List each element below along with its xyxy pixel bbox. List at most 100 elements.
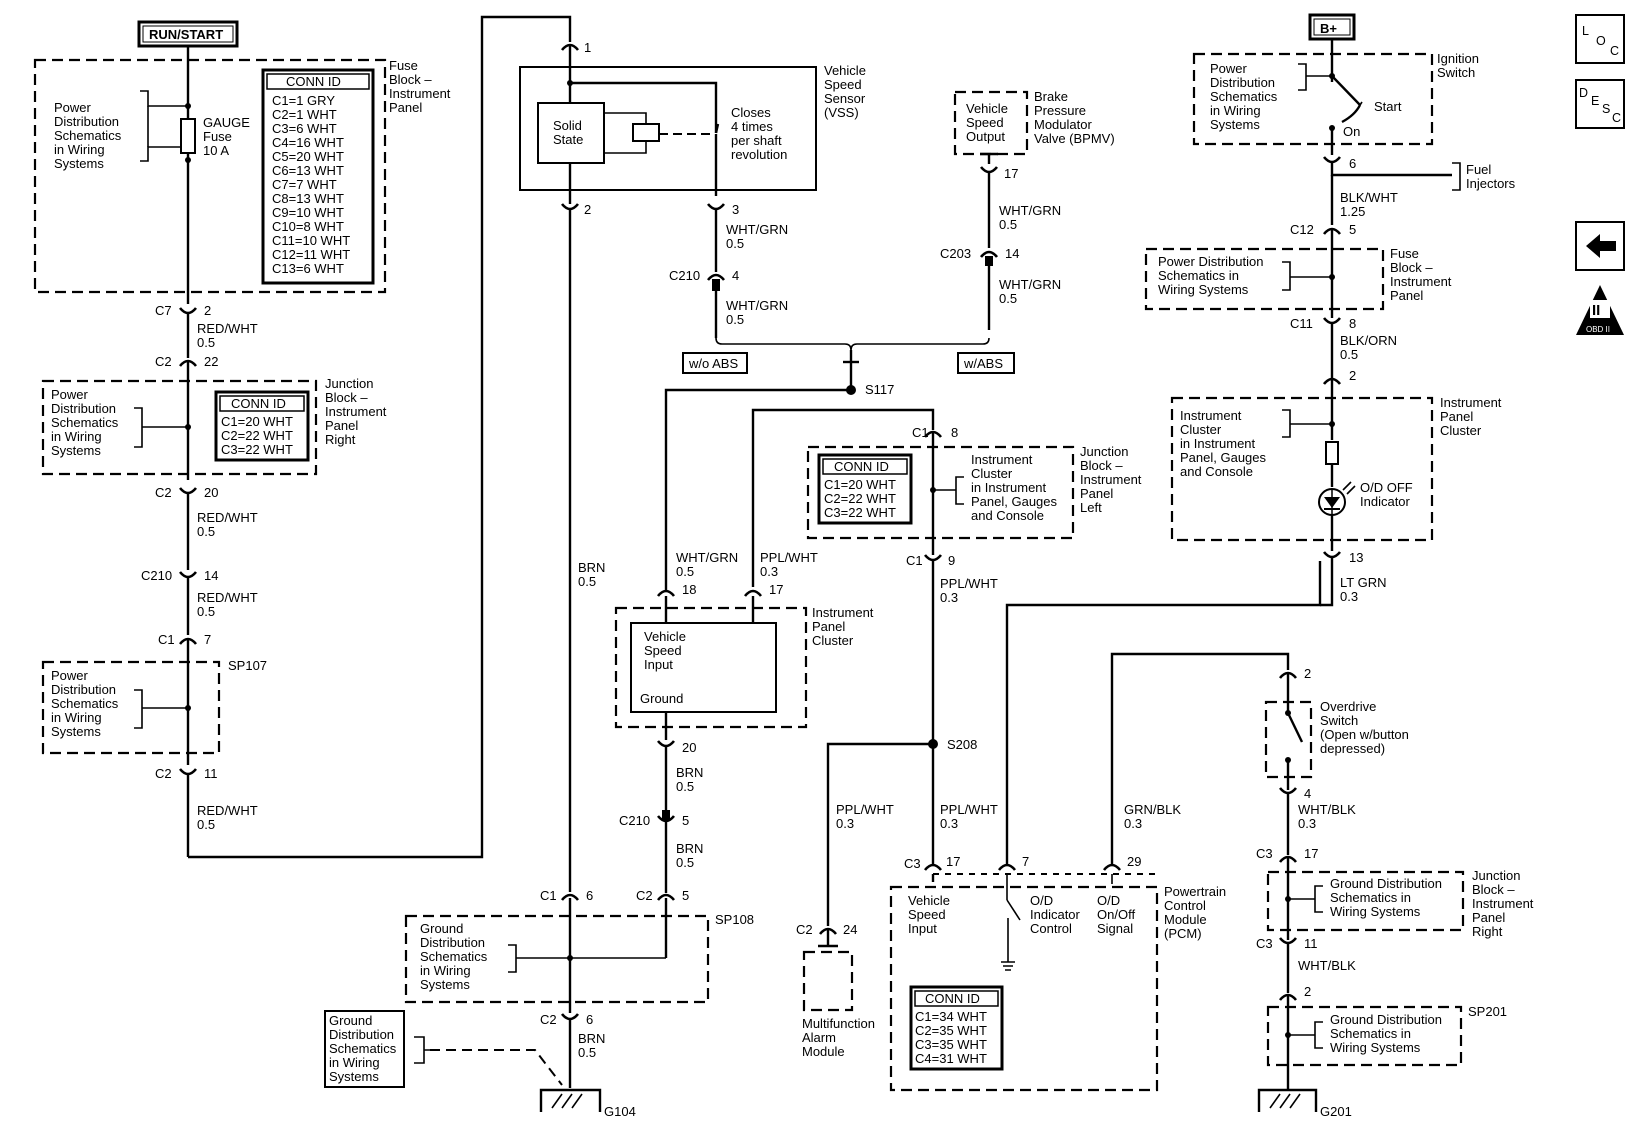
- connector-c3-17-jb: C3 17: [1256, 846, 1318, 863]
- svg-text:0.3: 0.3: [1340, 589, 1358, 604]
- loc-button[interactable]: L O C: [1575, 14, 1625, 64]
- svg-text:0.3: 0.3: [1298, 816, 1316, 831]
- svg-text:22: 22: [204, 354, 218, 369]
- svg-text:Ground: Ground: [420, 921, 463, 936]
- connector-c1-7: C1 7: [158, 632, 211, 647]
- svg-text:Cluster: Cluster: [1180, 422, 1222, 437]
- svg-text:0.5: 0.5: [578, 574, 596, 589]
- connector-c2-11: C2 11: [155, 766, 218, 781]
- svg-text:C3: C3: [1256, 846, 1273, 861]
- svg-text:Input: Input: [644, 657, 673, 672]
- connector-bpmv-17: 17: [979, 166, 1018, 181]
- sp107-splice-pack: SP107 Power Distribution Schematics in W…: [41, 658, 267, 755]
- svg-text:17: 17: [1304, 846, 1318, 861]
- svg-text:Instrument: Instrument: [1180, 408, 1242, 423]
- svg-text:C: C: [1612, 111, 1621, 125]
- svg-text:WHT/BLK: WHT/BLK: [1298, 802, 1356, 817]
- svg-text:GAUGE: GAUGE: [203, 115, 250, 130]
- junction-block-instrument-panel-right-2: Junction Block – Instrument Panel Right …: [1266, 868, 1534, 939]
- svg-text:Speed: Speed: [966, 115, 1004, 130]
- svg-text:SP108: SP108: [715, 912, 754, 927]
- svg-text:0.3: 0.3: [836, 816, 854, 831]
- svg-text:and Console: and Console: [971, 508, 1044, 523]
- connector-vss-1: 1: [560, 40, 591, 55]
- svg-text:w/o ABS: w/o ABS: [688, 356, 738, 371]
- svg-text:in Instrument: in Instrument: [971, 480, 1047, 495]
- connector-c1-9: C1 9: [906, 553, 955, 568]
- svg-text:2: 2: [204, 303, 211, 318]
- connector-vss-3: 3: [706, 202, 739, 217]
- svg-text:WHT/GRN: WHT/GRN: [726, 298, 788, 313]
- svg-text:Valve (BPMV): Valve (BPMV): [1034, 131, 1115, 146]
- svg-text:Modulator: Modulator: [1034, 117, 1092, 132]
- svg-text:C3: C3: [904, 856, 921, 871]
- svg-text:in Wiring: in Wiring: [420, 963, 471, 978]
- svg-text:Power Distribution: Power Distribution: [1158, 254, 1264, 269]
- svg-text:Schematics: Schematics: [329, 1041, 397, 1056]
- svg-text:0.5: 0.5: [676, 564, 694, 579]
- svg-text:C9=10 WHT: C9=10 WHT: [272, 205, 344, 220]
- svg-text:BLK/WHT: BLK/WHT: [1340, 190, 1398, 205]
- svg-text:CONN ID: CONN ID: [925, 991, 980, 1006]
- svg-text:(VSS): (VSS): [824, 105, 859, 120]
- svg-text:Schematics in: Schematics in: [1330, 890, 1411, 905]
- svg-text:5: 5: [682, 813, 689, 828]
- svg-text:C4=16 WHT: C4=16 WHT: [272, 135, 344, 150]
- svg-text:C11=10 WHT: C11=10 WHT: [272, 233, 350, 248]
- svg-text:Distribution: Distribution: [51, 682, 116, 697]
- svg-text:Junction: Junction: [1080, 444, 1128, 459]
- svg-text:Systems: Systems: [54, 156, 104, 171]
- svg-text:C2: C2: [796, 922, 813, 937]
- svg-text:PPL/WHT: PPL/WHT: [836, 802, 894, 817]
- svg-text:Panel, Gauges: Panel, Gauges: [971, 494, 1058, 509]
- svg-text:II: II: [1592, 302, 1600, 319]
- svg-text:in Wiring: in Wiring: [54, 142, 105, 157]
- svg-text:6: 6: [586, 1012, 593, 1027]
- svg-text:PPL/WHT: PPL/WHT: [940, 802, 998, 817]
- svg-text:WHT/GRN: WHT/GRN: [726, 222, 788, 237]
- svg-text:BRN: BRN: [676, 765, 703, 780]
- svg-text:5: 5: [682, 888, 689, 903]
- obd-ii-button[interactable]: II OBD II: [1576, 285, 1624, 335]
- b-plus-label: B+: [1308, 13, 1356, 41]
- svg-text:0.5: 0.5: [578, 1045, 596, 1060]
- back-arrow-button[interactable]: [1575, 221, 1625, 271]
- svg-text:revolution: revolution: [731, 147, 787, 162]
- overdrive-switch[interactable]: Overdrive Switch (Open w/button depresse…: [1264, 674, 1409, 790]
- svg-text:0.5: 0.5: [676, 779, 694, 794]
- svg-text:Schematics: Schematics: [54, 128, 122, 143]
- svg-text:Block –: Block –: [325, 390, 368, 405]
- svg-text:C210: C210: [141, 568, 172, 583]
- connector-pcm-29: 29: [1102, 854, 1141, 871]
- svg-text:in Wiring: in Wiring: [51, 710, 102, 725]
- svg-text:G201: G201: [1320, 1104, 1352, 1119]
- svg-text:Schematics: Schematics: [51, 696, 119, 711]
- svg-text:C2: C2: [155, 766, 172, 781]
- desc-button[interactable]: D E S C: [1575, 79, 1625, 129]
- svg-text:BRN: BRN: [676, 841, 703, 856]
- svg-text:C1: C1: [540, 888, 557, 903]
- connector-c1-8: C1 8: [912, 425, 958, 440]
- svg-text:CONN ID: CONN ID: [286, 74, 341, 89]
- svg-text:CONN ID: CONN ID: [231, 396, 286, 411]
- svg-text:2: 2: [584, 202, 591, 217]
- connector-c2-22: C2 22: [155, 354, 218, 369]
- svg-text:14: 14: [204, 568, 218, 583]
- svg-text:Module: Module: [802, 1044, 845, 1059]
- instrument-panel-cluster-right: Instrument Panel Cluster Instrument Clus…: [1170, 395, 1502, 551]
- svg-text:C7: C7: [155, 303, 172, 318]
- svg-text:Junction: Junction: [1472, 868, 1520, 883]
- connector-pcm-7: 7: [997, 854, 1029, 871]
- svg-text:Signal: Signal: [1097, 921, 1133, 936]
- svg-text:Instrument: Instrument: [1472, 896, 1534, 911]
- svg-text:Block –: Block –: [1390, 260, 1433, 275]
- svg-text:0.5: 0.5: [197, 604, 215, 619]
- svg-text:Brake: Brake: [1034, 89, 1068, 104]
- svg-text:Control: Control: [1030, 921, 1072, 936]
- svg-text:Instrument: Instrument: [325, 404, 387, 419]
- svg-text:Ignition: Ignition: [1437, 51, 1479, 66]
- connector-ipc-20: 20: [656, 740, 696, 755]
- svg-text:24: 24: [843, 922, 857, 937]
- svg-text:Closes: Closes: [731, 105, 771, 120]
- svg-text:7: 7: [204, 632, 211, 647]
